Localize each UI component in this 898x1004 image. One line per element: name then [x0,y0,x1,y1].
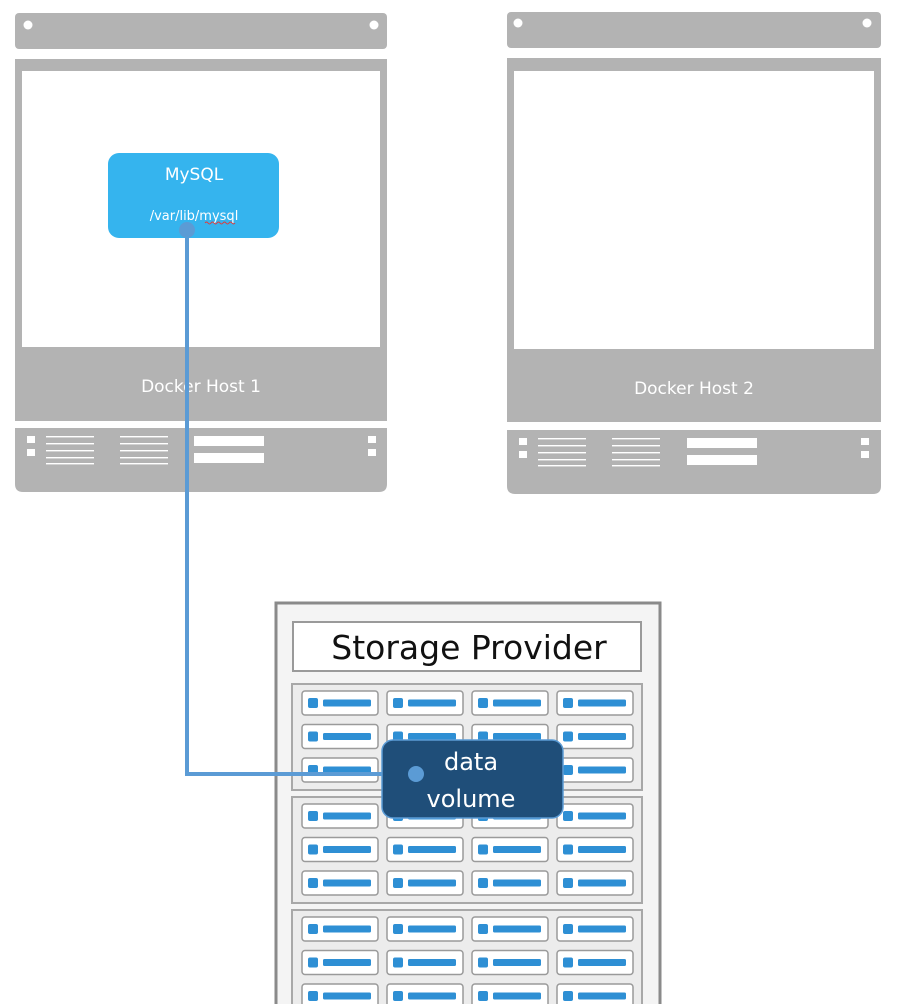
drive-bay [301,916,379,942]
host-screw [23,20,33,30]
volume-label-line2: volume [427,785,516,813]
host-label: Docker Host 2 [634,379,754,399]
drive-bay [386,949,464,976]
drive-bay [301,870,379,896]
drive-bay [471,690,549,716]
drive-bay [471,916,549,942]
front-panel-details [27,436,376,465]
volume-attach-dot [408,766,424,782]
host-screw [862,18,872,28]
drive-bay [301,723,379,750]
drive-bay [386,916,464,942]
container-mount-path: /var/lib/mysql [150,209,239,224]
drive-bay [301,983,379,1004]
drive-bay [301,803,379,829]
drive-bay [301,757,379,783]
volume-label-line1: data [444,748,498,776]
host-screw [513,18,523,28]
mount-point-dot [179,222,195,238]
drive-bay [556,690,634,716]
drive-bay [301,949,379,976]
data-volume: data volume [381,739,564,819]
docker-host-1: Docker Host 1 [15,13,387,492]
front-panel-details [519,438,869,467]
drive-bay [386,870,464,896]
host-top-bar [15,13,387,49]
volume-mount-connector [185,230,414,776]
drive-bay [556,870,634,896]
host-top-bar [507,12,881,48]
docker-host-2: Docker Host 2 [507,12,881,494]
drive-bay [301,836,379,863]
storage-title-box [292,621,642,672]
drive-bay [471,949,549,976]
mysql-container: MySQL /var/lib/mysql [108,153,279,238]
drive-bay [386,983,464,1004]
container-name: MySQL [165,165,224,185]
drive-bay [471,983,549,1004]
drive-bay [471,836,549,863]
drive-bay [556,757,634,783]
drive-grid [291,683,643,1004]
spellcheck-underline [204,221,236,225]
drive-bay [556,949,634,976]
storage-title: Storage Provider [331,628,607,667]
container-box [108,153,279,238]
host-label: Docker Host 1 [141,377,261,397]
volume-box [381,739,564,819]
host-screen [514,71,874,349]
drive-bay [556,803,634,829]
drive-bay [556,723,634,750]
drive-bay [301,690,379,716]
drive-bay [386,690,464,716]
host-screw [369,20,379,30]
drive-bay [386,836,464,863]
drive-bay [471,870,549,896]
drive-bay [556,836,634,863]
drive-bay [556,983,634,1004]
drive-bay [556,916,634,942]
